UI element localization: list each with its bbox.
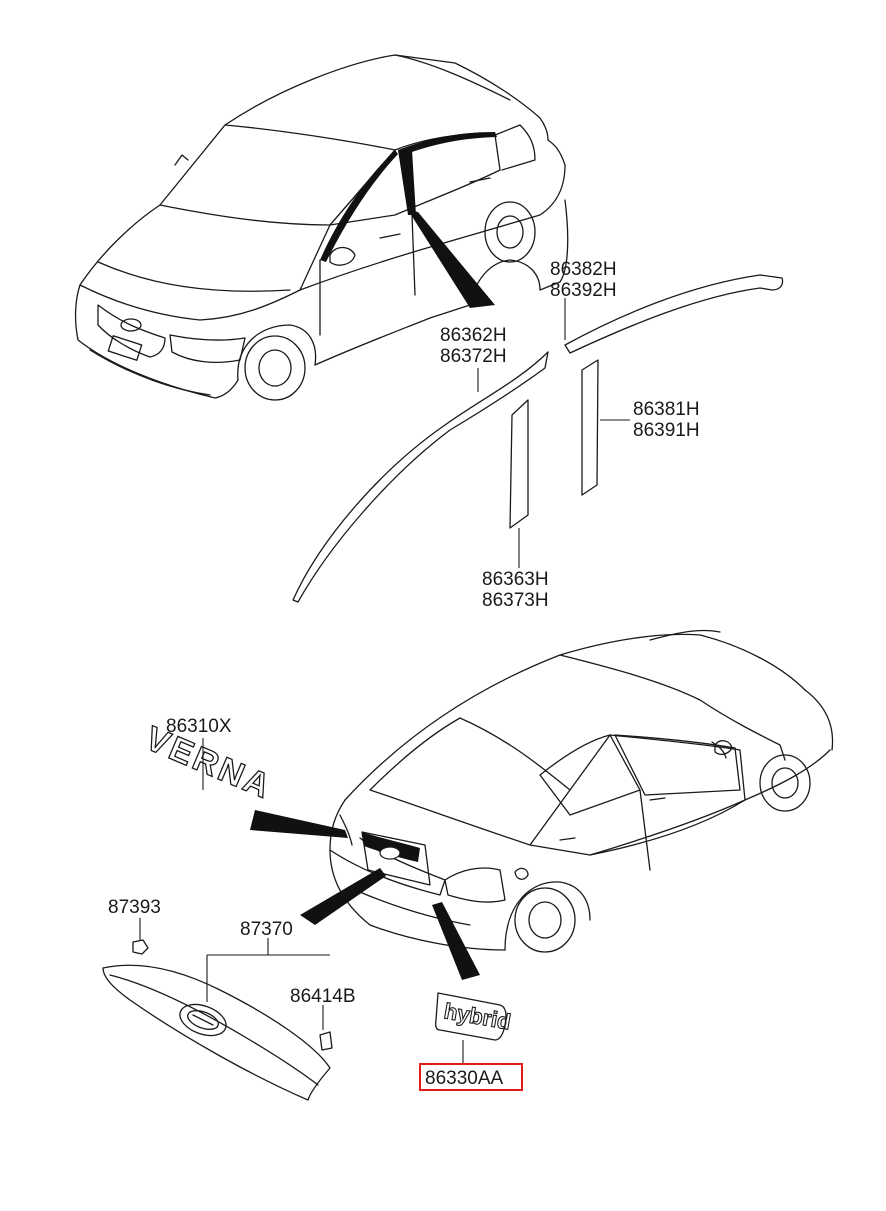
c-pillar-molding	[581, 359, 599, 496]
part-label-86391h[interactable]: 86391H	[633, 420, 700, 441]
leader-lines-top	[477, 298, 630, 568]
tailgate-garnish	[102, 939, 333, 1101]
roof-molding-front	[292, 351, 549, 603]
hatchback-illustration	[250, 629, 834, 980]
part-label-86372h[interactable]: 86372H	[440, 346, 507, 367]
highlight-box	[419, 1063, 523, 1091]
leader-lines-bottom	[139, 738, 464, 1065]
b-pillar-molding	[509, 399, 529, 529]
part-label-86373h[interactable]: 86373H	[482, 590, 549, 611]
molding-parts	[292, 274, 784, 603]
part-label-86330aa[interactable]: 86330AA	[425, 1068, 504, 1089]
roof-molding-rear	[564, 274, 784, 354]
part-label-87393[interactable]: 87393	[108, 897, 161, 918]
sedan-illustration	[74, 54, 569, 401]
part-label-86414b[interactable]: 86414B	[290, 986, 356, 1007]
part-label-86363h[interactable]: 86363H	[482, 569, 549, 590]
hybrid-badge: hybrid	[434, 992, 513, 1041]
part-label-87370[interactable]: 87370	[240, 919, 293, 940]
part-label-86382h[interactable]: 86382H	[550, 259, 617, 280]
part-label-86381h[interactable]: 86381H	[633, 399, 700, 420]
part-label-86392h[interactable]: 86392H	[550, 280, 617, 301]
part-label-86310x[interactable]: 86310X	[166, 716, 232, 737]
part-label-86362h[interactable]: 86362H	[440, 325, 507, 346]
hybrid-badge-text: hybrid	[442, 998, 513, 1034]
